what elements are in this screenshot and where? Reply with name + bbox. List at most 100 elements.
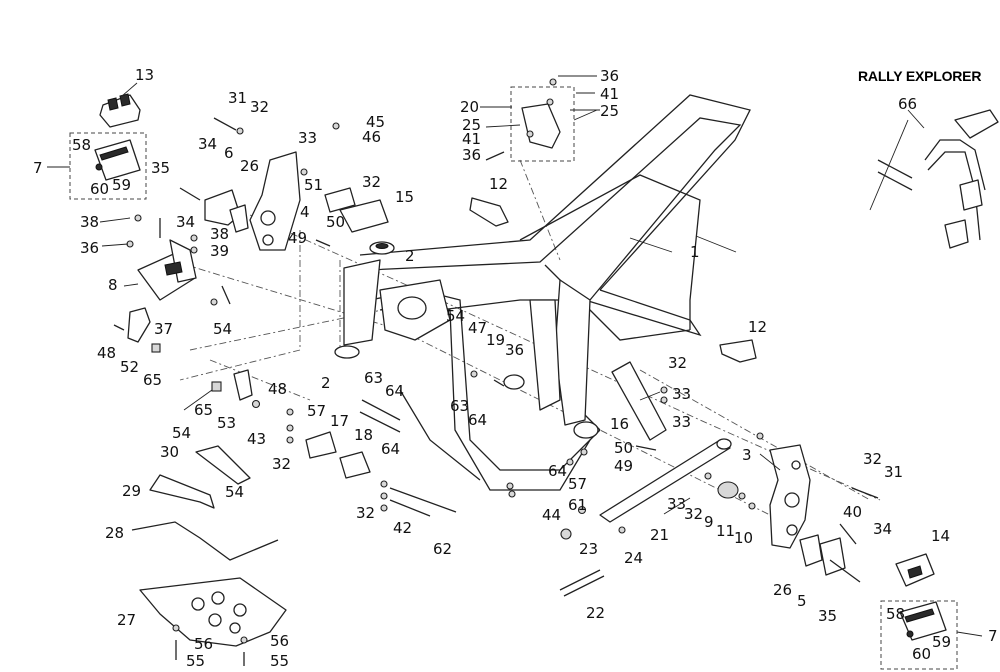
footpeg-mount-plate-4	[249, 151, 301, 251]
callout: 60	[912, 645, 931, 663]
callout: 46	[362, 128, 381, 146]
callout: 64	[385, 382, 404, 400]
callout: 33	[672, 385, 691, 403]
callout: 59	[932, 633, 951, 651]
callout: 38	[210, 225, 229, 243]
callout: 49	[614, 457, 633, 475]
rear-bracket-3	[769, 444, 811, 549]
callout: 55	[186, 652, 205, 670]
callout: 15	[395, 188, 414, 206]
callout: 14	[931, 527, 950, 545]
callout: 17	[330, 412, 349, 430]
bracket-15	[339, 199, 389, 233]
callout: 54	[172, 424, 191, 442]
spring-22	[559, 569, 605, 597]
callout: 51	[304, 176, 323, 194]
callout: 48	[97, 344, 116, 362]
callout: 54	[213, 320, 232, 338]
skid-plate-27	[139, 577, 287, 647]
callout: 32	[684, 505, 703, 523]
callout: 32	[356, 504, 375, 522]
callout: 58	[72, 136, 91, 154]
clamp-52	[127, 307, 151, 343]
callout: 19	[486, 331, 505, 349]
spring-26-right	[799, 534, 823, 567]
callout: 42	[393, 519, 412, 537]
callout: 41	[462, 130, 481, 148]
callout: 4	[300, 203, 310, 221]
bearing-bottom	[334, 345, 360, 359]
callout: 54	[446, 307, 465, 325]
callout: 64	[468, 411, 487, 429]
callout: 32	[250, 98, 269, 116]
callout: 11	[716, 522, 735, 540]
callout: 31	[228, 89, 247, 107]
callout: 12	[748, 318, 767, 336]
guard-12-top	[469, 197, 509, 227]
callout: 38	[80, 213, 99, 231]
callout: 57	[568, 475, 587, 493]
callout: 24	[624, 549, 643, 567]
callout: 65	[194, 401, 213, 419]
callout: 33	[667, 495, 686, 513]
callout: 56	[194, 635, 213, 653]
callout: 36	[462, 146, 481, 164]
bracket-8	[137, 239, 197, 301]
bracket-20-group-box	[510, 86, 575, 162]
callout: 53	[217, 414, 236, 432]
cable-28	[131, 521, 279, 561]
callout: 6	[224, 144, 234, 162]
callout: 60	[90, 180, 109, 198]
callout: 64	[548, 462, 567, 480]
bracket-18	[339, 451, 371, 479]
callout: 45	[366, 113, 385, 131]
guard-12-right	[719, 339, 757, 363]
callout: 18	[354, 426, 373, 444]
callout: 52	[120, 358, 139, 376]
callout: 57	[307, 402, 326, 420]
callout: 5	[797, 592, 807, 610]
footpeg-left-group-box	[69, 132, 147, 200]
callout: 36	[80, 239, 99, 257]
callout: 2	[405, 247, 415, 265]
callout: 55	[270, 652, 289, 670]
callout: 35	[818, 607, 837, 625]
callout: 50	[326, 213, 345, 231]
footpeg-14	[895, 553, 935, 587]
callout: 13	[135, 66, 154, 84]
callout: 31	[884, 463, 903, 481]
callout: 32	[362, 173, 381, 191]
spring-26	[229, 204, 249, 233]
callout: 3	[742, 446, 752, 464]
callout: 25	[462, 116, 481, 134]
callout: 29	[122, 482, 141, 500]
callout: 54	[225, 483, 244, 501]
bracket-30	[195, 445, 251, 485]
bracket-16	[611, 361, 667, 441]
callout: 32	[668, 354, 687, 372]
footpeg-right-group-box	[880, 600, 958, 670]
callout: 2	[321, 374, 331, 392]
callout: 39	[210, 242, 229, 260]
callout: 32	[272, 455, 291, 473]
callout: 28	[105, 524, 124, 542]
callout: 64	[381, 440, 400, 458]
callout: 40	[843, 503, 862, 521]
bearing-top-bore	[375, 243, 389, 249]
callout: 8	[108, 276, 118, 294]
callout: 34	[176, 213, 195, 231]
footpeg-7-right	[899, 601, 947, 641]
callout: 7	[988, 627, 998, 645]
callout: 10	[734, 529, 753, 547]
bracket-17	[305, 431, 337, 459]
callout: 48	[268, 380, 287, 398]
callout: 61	[568, 496, 587, 514]
callout: 27	[117, 611, 136, 629]
callout: 20	[460, 98, 479, 116]
callout: 22	[586, 604, 605, 622]
bracket-20	[521, 103, 561, 149]
callout: 66	[898, 95, 917, 113]
callout: 34	[873, 520, 892, 538]
callout: 44	[542, 506, 561, 524]
